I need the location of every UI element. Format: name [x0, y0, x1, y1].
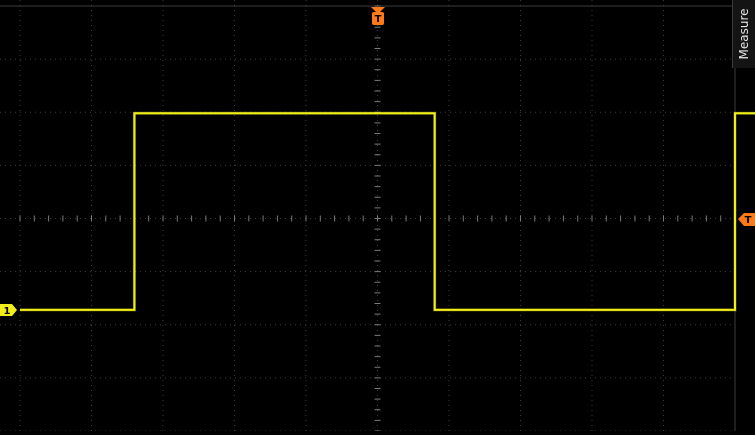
channel-1-label: 1 [4, 306, 11, 317]
measure-tab-label: Measure [737, 8, 751, 60]
trigger-position-marker[interactable]: T [371, 7, 385, 25]
trigger-level-label: T [745, 215, 752, 226]
trace-line [20, 112, 755, 311]
channel-1-marker[interactable]: 1 [0, 304, 17, 317]
trigger-position-label: T [375, 14, 382, 25]
measure-tab[interactable]: Measure [732, 0, 755, 68]
channel-1-trace [20, 111, 755, 312]
trigger-level-marker[interactable]: T [738, 213, 755, 226]
